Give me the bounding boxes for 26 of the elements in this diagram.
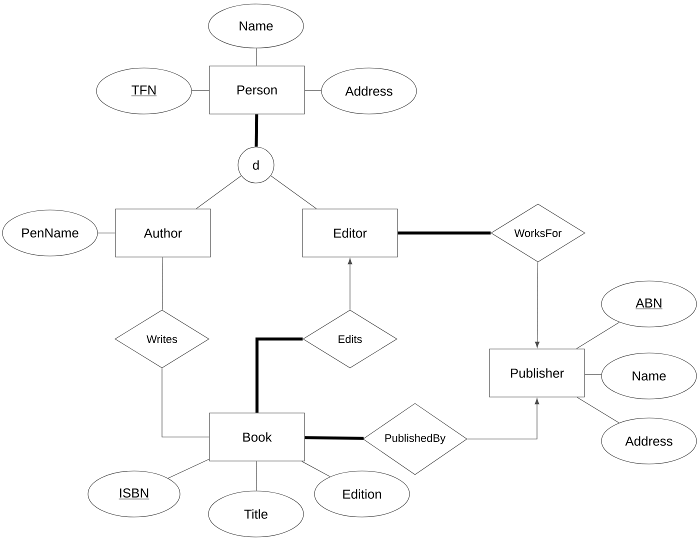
- connector-line: [256, 48, 257, 66]
- arrow: [467, 398, 540, 440]
- arrow: [348, 258, 352, 310]
- connector-line: [576, 322, 620, 349]
- entity-box: Person: [209, 66, 305, 114]
- arrow: [534, 262, 540, 348]
- entity-box: Editor: [302, 208, 398, 258]
- connector-line: [192, 90, 210, 91]
- entity-box: Author: [115, 208, 211, 258]
- connector-line: [576, 397, 620, 424]
- entity-box: Book: [209, 412, 305, 462]
- connector-line: [168, 458, 210, 479]
- connector-line: [398, 232, 491, 234]
- connector-line: [301, 461, 330, 477]
- connector-line: [256, 461, 257, 491]
- entity-box: Publisher: [489, 348, 585, 398]
- connector-line: [254, 114, 258, 147]
- connector-line: [584, 374, 602, 376]
- connector-line: [270, 175, 317, 210]
- connector-line: [162, 257, 164, 310]
- connector-line: [256, 338, 303, 413]
- connector-line: [304, 90, 322, 91]
- connector-line: [196, 176, 242, 210]
- connector-line: [162, 368, 210, 438]
- connector-line: [304, 436, 364, 440]
- connector-line: [98, 232, 116, 234]
